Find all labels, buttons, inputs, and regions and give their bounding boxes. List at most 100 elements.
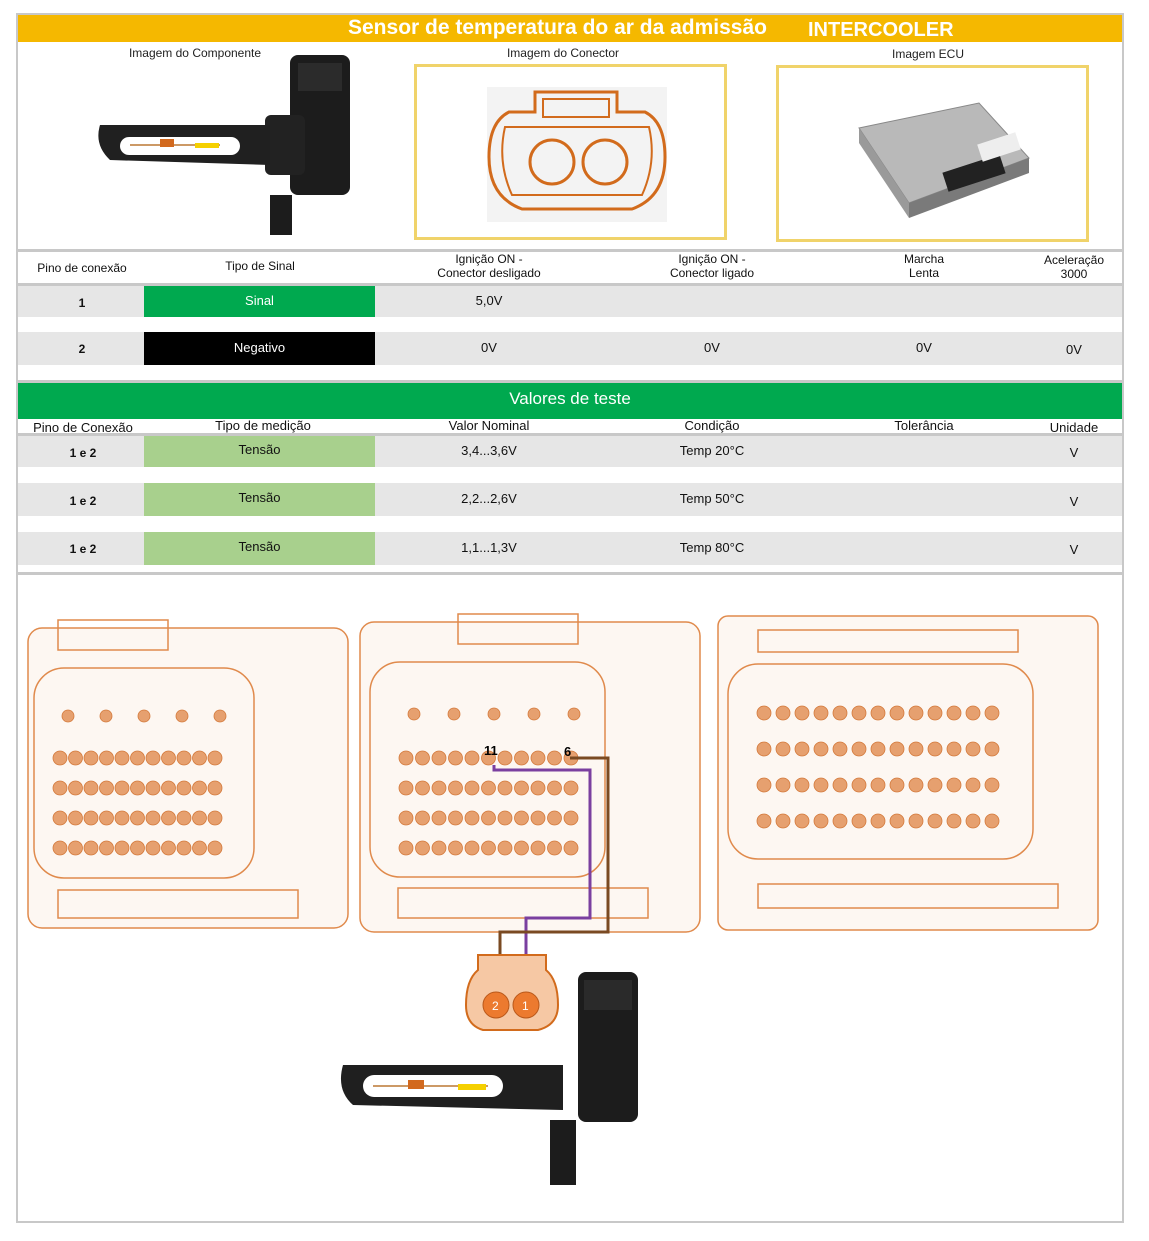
connector-pin [448,780,463,796]
connector-pin [398,750,414,766]
connector-pin [407,707,421,721]
signal-type-badge: Negativo [144,332,375,365]
connector-pin [431,750,447,766]
connector-pin [889,777,905,793]
test-row-unit: V [1069,542,1079,557]
connector-pin [99,709,113,723]
sensor-body-image [340,972,638,1185]
row-idle: 0V [916,340,932,355]
connector-pin [130,840,145,856]
connector-pin [52,750,68,766]
connector-pin [415,810,430,826]
connector-pin [68,780,83,796]
connector-pin [870,813,886,829]
connector-pin [927,705,943,721]
test-row-unit: V [1069,445,1079,460]
ecu-connector-middle [359,613,701,933]
connector-pin [927,741,943,757]
connector-pin [161,810,176,826]
connector-pin [813,777,829,793]
sensor-component-image [98,55,350,235]
connector-pin [213,709,227,723]
connector-pin [207,810,223,826]
test-row-unit: V [1069,494,1079,509]
connector-pin [908,777,924,793]
connector-pin [130,780,145,796]
connector-pin [794,813,810,829]
sensor-pin-label-a: 2 [492,999,499,1013]
connector-pin [775,813,791,829]
connector-pin [415,750,430,766]
connector-pin [481,750,496,766]
connector-pin [908,813,924,829]
connector-pin [207,840,223,856]
connector-pin [530,750,546,766]
page-subtitle: INTERCOOLER [808,19,954,41]
connector-pin [908,741,924,757]
connector-pin [83,840,99,856]
test-row-pin: 1 e 2 [69,446,97,460]
connector-pin [530,810,546,826]
connector-pin [775,741,791,757]
connector-pin [481,840,496,856]
connector-pin [832,705,848,721]
connector-pin [398,810,414,826]
connector-pin [398,840,414,856]
connector-pin [52,780,68,796]
connector-pin [908,705,924,721]
connector-pin [514,750,529,766]
test-values-title: Valores de teste [18,383,1122,419]
connector-pin [563,780,579,796]
connector-pin [851,741,867,757]
header-signal-type: Tipo de Sinal [225,259,295,273]
connector-pin [965,777,981,793]
row-ignition-disconnected: 5,0V [475,293,503,308]
header-condition: Condição [684,418,740,433]
row-pin: 1 [78,296,86,310]
connector-pin [176,810,192,826]
connector-pin [99,840,114,856]
connector-pin [114,750,130,766]
header-unit: Unidade [1049,420,1099,435]
header-measurement-type: Tipo de medição [215,418,311,433]
connector-pin [794,741,810,757]
connector-pin [563,810,579,826]
connector-pin [563,840,579,856]
connector-pin [464,780,480,796]
connector-image-caption: Imagem do Conector [506,46,620,60]
test-row-type: Tensão [144,483,375,516]
connector-pin [927,813,943,829]
section-separator [18,283,1122,286]
connector-pin [514,810,529,826]
row-acceleration: 0V [1066,342,1082,357]
ecu-drawing [858,102,1030,218]
connector-image-box [414,64,727,240]
connector-pin [756,741,772,757]
connector-pin [547,840,562,856]
connector-pin [130,810,145,826]
test-row-type: Tensão [144,532,375,565]
test-row-nominal: 3,4...3,6V [461,443,517,458]
connector-pin [984,777,1000,793]
header-acceleration: Aceleração 3000 [1043,253,1105,281]
connector-pin [497,750,513,766]
ecu-image-caption: Imagem ECU [891,47,965,61]
connector-pin [567,707,581,721]
connector-pin [161,840,176,856]
connector-pin [813,705,829,721]
connector-pin [207,750,223,766]
connector-pin [946,777,962,793]
test-row-condition: Temp 50°C [679,491,745,506]
connector-pin [61,709,75,723]
header-tolerance: Tolerância [894,418,954,433]
sensor-pin-label-b: 1 [522,999,529,1013]
connector-pin [547,750,562,766]
connector-pin [99,810,114,826]
connector-pin [984,705,1000,721]
connector-pin [114,840,130,856]
connector-drawing [487,87,667,222]
test-row-pin: 1 e 2 [69,494,97,508]
connector-pin [99,750,114,766]
connector-pin [68,750,83,766]
connector-pin [176,840,192,856]
